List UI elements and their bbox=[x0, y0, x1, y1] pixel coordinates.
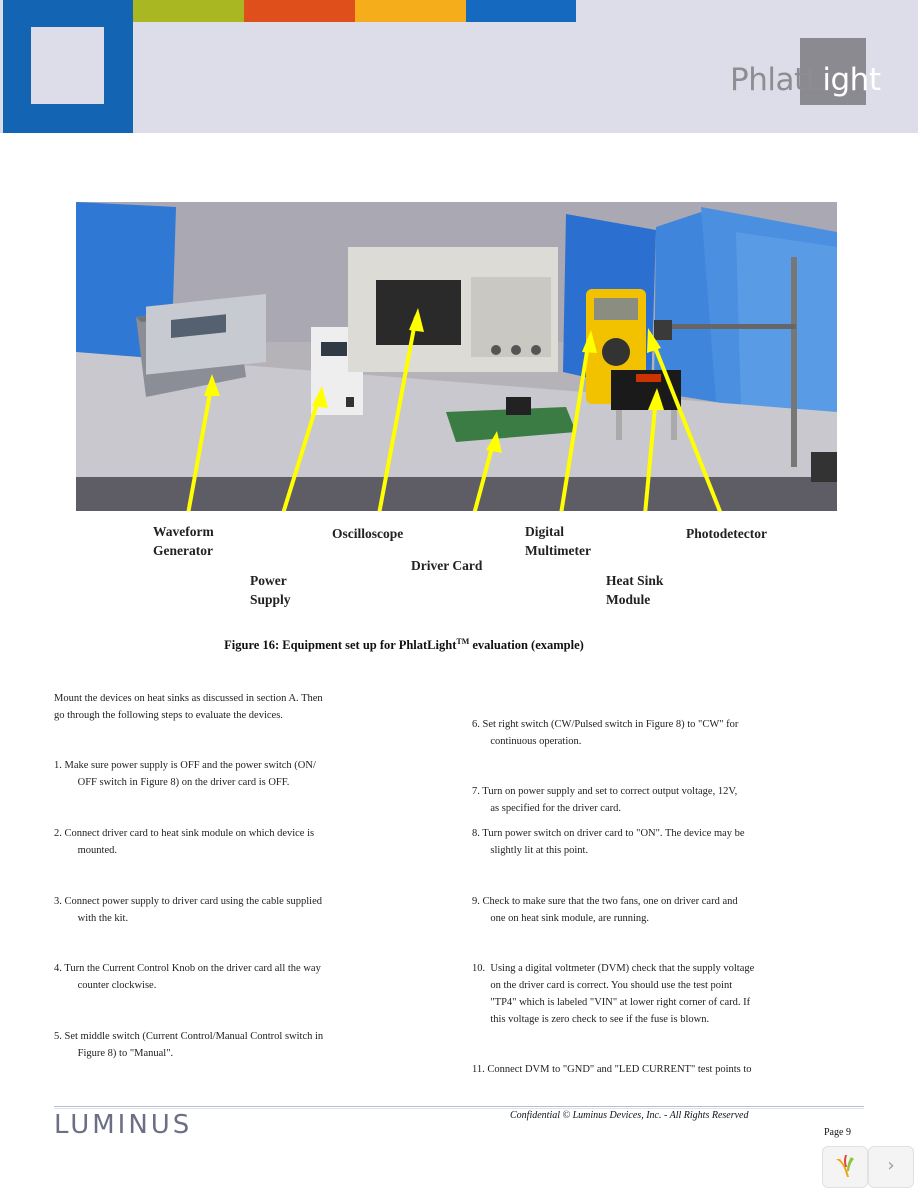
viewer-app-button[interactable] bbox=[822, 1146, 868, 1188]
caption-part-b: evaluation (example) bbox=[469, 638, 584, 653]
logo-part-b: L bbox=[805, 62, 823, 98]
stripe-yellow bbox=[355, 0, 466, 22]
step-6: 6. Set right switch (CW/Pulsed switch in… bbox=[472, 719, 739, 747]
step-10: 10. Using a digital voltmeter (DVM) chec… bbox=[472, 963, 755, 1025]
equipment-photo bbox=[76, 202, 837, 511]
step-7: 7. Turn on power supply and set to corre… bbox=[472, 786, 738, 814]
page-number: Page 9 bbox=[824, 1127, 851, 1138]
label-power-supply: Power Supply bbox=[250, 573, 291, 607]
step-2: 2. Connect driver card to heat sink modu… bbox=[54, 828, 315, 856]
step-4: 4. Turn the Current Control Knob on the … bbox=[54, 963, 321, 991]
label-photodetector: Photodetector bbox=[686, 526, 767, 541]
stripe-blue bbox=[466, 0, 576, 22]
header-square bbox=[31, 27, 104, 104]
stripe-orange bbox=[244, 0, 355, 22]
step-11: 11. Connect DVM to "GND" and "LED CURREN… bbox=[472, 1064, 752, 1075]
footer-divider-shadow bbox=[54, 1108, 864, 1109]
label-heat-sink-module: Heat Sink Module bbox=[606, 573, 664, 607]
figure-caption: Figure 16: Equipment set up for PhlatLig… bbox=[0, 637, 808, 653]
label-digital-multimeter: Digital Multimeter bbox=[525, 524, 591, 558]
phlatlight-logo-box bbox=[800, 38, 866, 105]
viewer-logo-icon bbox=[836, 1155, 854, 1177]
step-8: 8. Turn power switch on driver card to "… bbox=[472, 828, 745, 856]
caption-part-a: Figure 16: Equipment set up for PhlatLig… bbox=[224, 638, 457, 653]
label-oscilloscope: Oscilloscope bbox=[332, 526, 404, 541]
phlatlight-logo: PhlatLight bbox=[730, 62, 881, 98]
logo-part-c: ight bbox=[822, 62, 881, 98]
confidential-notice: Confidential © Luminus Devices, Inc. - A… bbox=[510, 1110, 749, 1121]
next-page-button[interactable]: › bbox=[868, 1146, 914, 1188]
label-waveform-generator: Waveform Generator bbox=[153, 524, 214, 558]
step-5: 5. Set middle switch (Current Control/Ma… bbox=[54, 1031, 324, 1059]
step-1: 1. Make sure power supply is OFF and the… bbox=[54, 760, 316, 788]
chevron-right-icon: › bbox=[887, 1155, 895, 1176]
logo-part-a: Phlat bbox=[730, 62, 806, 98]
footer-divider bbox=[54, 1106, 864, 1107]
caption-tm: TM bbox=[456, 637, 470, 646]
header-banner bbox=[0, 0, 918, 133]
step-3: 3. Connect power supply to driver card u… bbox=[54, 896, 322, 924]
intro-paragraph: Mount the devices on heat sinks as discu… bbox=[54, 693, 323, 721]
step-9: 9. Check to make sure that the two fans,… bbox=[472, 896, 738, 924]
label-driver-card: Driver Card bbox=[411, 558, 483, 573]
stripe-green bbox=[133, 0, 244, 22]
luminus-logo: LUMINUS bbox=[54, 1110, 193, 1140]
